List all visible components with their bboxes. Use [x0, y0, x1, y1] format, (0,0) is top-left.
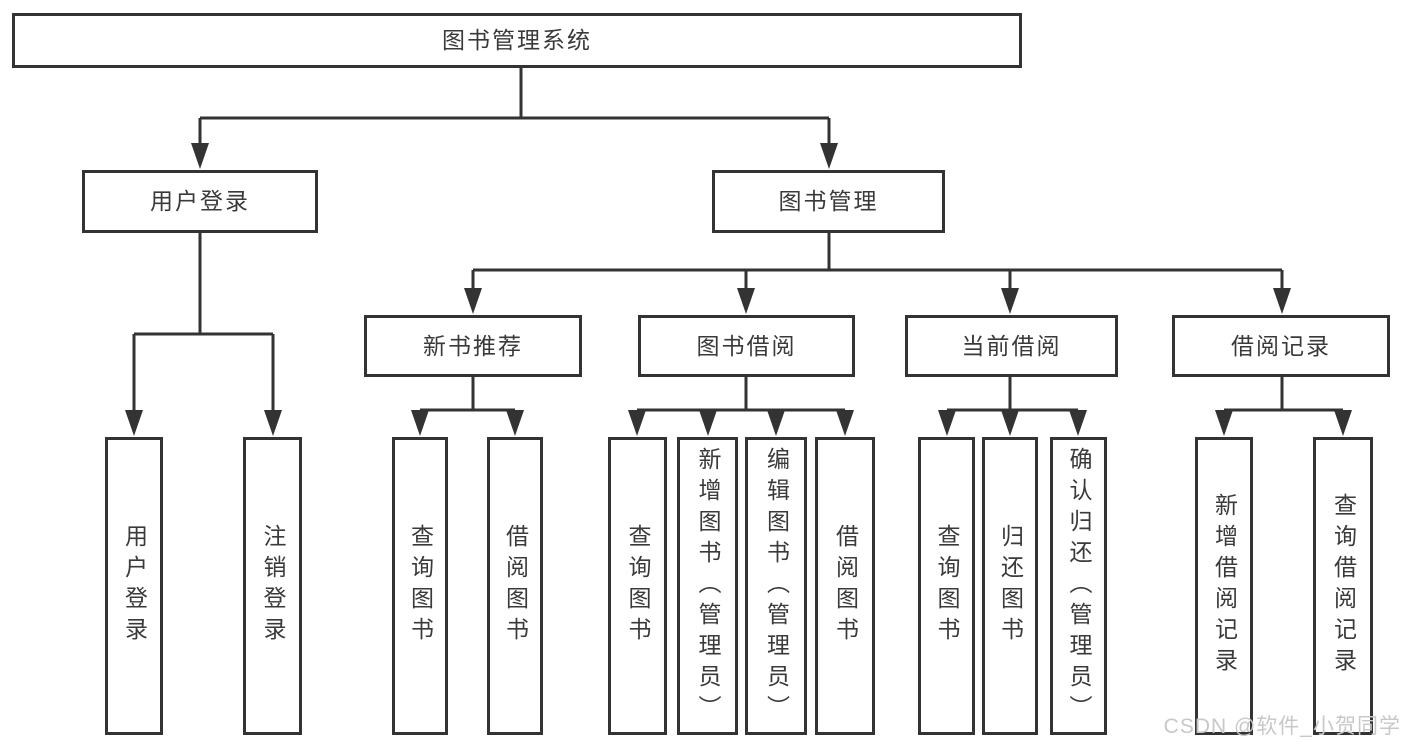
- leaf-query-books-recommend-label: 查询图书: [407, 524, 434, 648]
- node-library-system: 图书管理系统: [12, 13, 1022, 68]
- node-borrow-records-label: 借阅记录: [1231, 332, 1331, 359]
- leaf-borrow-books: 借阅图书: [815, 437, 875, 735]
- node-book-borrow: 图书借阅: [638, 315, 855, 377]
- leaf-query-borrow-record: 查询借阅记录: [1313, 437, 1373, 735]
- csdn-watermark: CSDN @软件_小贺同学: [1163, 715, 1401, 738]
- node-current-borrow: 当前借阅: [905, 315, 1118, 377]
- leaf-return-books: 归还图书: [982, 437, 1038, 735]
- leaf-confirm-return-admin-label: 确认归还（管理员）: [1066, 446, 1092, 726]
- node-new-book-recommend: 新书推荐: [364, 315, 582, 377]
- node-library-system-label: 图书管理系统: [442, 27, 592, 53]
- leaf-add-borrow-record-label: 新增借阅记录: [1211, 493, 1238, 679]
- leaf-add-borrow-record: 新增借阅记录: [1195, 437, 1253, 735]
- leaf-query-books-recommend: 查询图书: [392, 437, 448, 735]
- leaf-edit-book-admin: 编辑图书（管理员）: [745, 437, 807, 735]
- leaf-logout-login-label: 注销登录: [260, 524, 286, 648]
- leaf-query-books-current: 查询图书: [918, 437, 975, 735]
- leaf-borrow-books-label: 借阅图书: [832, 524, 859, 648]
- leaf-borrow-books-recommend-label: 借阅图书: [502, 524, 529, 648]
- leaf-confirm-return-admin: 确认归还（管理员）: [1050, 437, 1107, 735]
- node-user-login-label: 用户登录: [150, 188, 250, 214]
- leaf-borrow-books-recommend: 借阅图书: [487, 437, 543, 735]
- node-book-management-label: 图书管理: [778, 188, 879, 214]
- leaf-return-books-label: 归还图书: [997, 524, 1024, 648]
- node-book-management: 图书管理: [712, 170, 945, 233]
- leaf-user-login-label: 用户登录: [121, 524, 148, 648]
- node-borrow-records: 借阅记录: [1172, 315, 1390, 377]
- leaf-query-borrow-record-label: 查询借阅记录: [1330, 493, 1357, 679]
- leaf-query-books-borrow: 查询图书: [608, 437, 667, 735]
- leaf-query-books-borrow-label: 查询图书: [625, 524, 651, 648]
- leaf-add-book-admin-label: 新增图书（管理员）: [695, 446, 721, 726]
- leaf-add-book-admin: 新增图书（管理员）: [677, 437, 738, 735]
- node-user-login: 用户登录: [82, 170, 318, 233]
- node-book-borrow-label: 图书借阅: [696, 332, 797, 359]
- leaf-query-books-current-label: 查询图书: [934, 524, 960, 648]
- node-new-book-recommend-label: 新书推荐: [423, 332, 523, 359]
- leaf-edit-book-admin-label: 编辑图书（管理员）: [763, 446, 790, 726]
- leaf-user-login: 用户登录: [105, 437, 163, 735]
- leaf-logout-login: 注销登录: [243, 437, 302, 735]
- node-current-borrow-label: 当前借阅: [961, 332, 1062, 359]
